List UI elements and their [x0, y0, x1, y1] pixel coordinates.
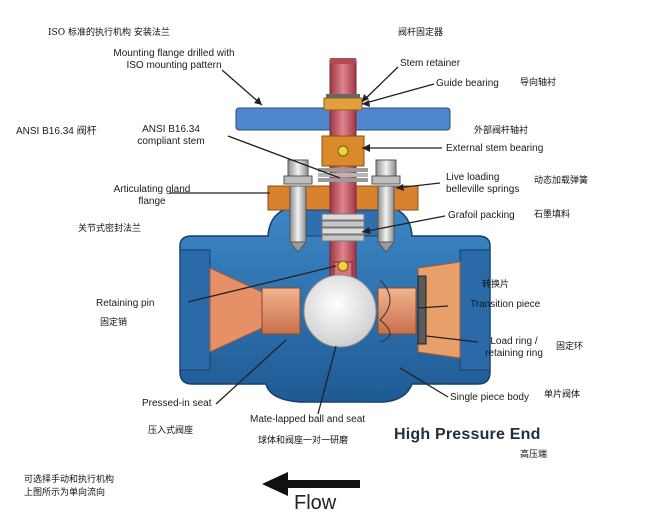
retaining-pin-cn: 固定销 [100, 318, 128, 328]
flow-label: Flow [294, 492, 337, 514]
mate-lapped-ball [303, 274, 377, 348]
guide-bearing [323, 97, 363, 111]
ansi-left-label: ANSI B16.34 阀杆 [16, 126, 97, 137]
retaining-pin [337, 260, 349, 272]
mate-lapped-label: Mate-lapped ball and seat [250, 414, 366, 425]
transition-label: Transition piece [470, 299, 541, 310]
ansi-stem-label: ANSI B16.34 compliant stem [137, 124, 205, 147]
load-ring [417, 275, 427, 345]
load-ring-cn: 固定环 [556, 342, 584, 352]
grafoil-label: Grafoil packing [448, 210, 515, 221]
pressed-seat-label: Pressed-in seat [142, 398, 212, 409]
flow-arrow-left-icon [262, 472, 360, 496]
stem-fixer-cn: 阀杆固定器 [398, 28, 444, 38]
load-ring-label: Load ring / retaining ring [485, 336, 543, 359]
guide-bearing-cn: 导向轴衬 [520, 78, 557, 88]
external-bearing-label: External stem bearing [446, 143, 544, 154]
retaining-pin-label: Retaining pin [96, 298, 155, 309]
mate-lapped-cn: 球体和阀座一对一研磨 [258, 436, 349, 446]
grafoil-packing [321, 213, 365, 242]
transition-cn: 转换片 [482, 280, 510, 290]
gland-flange-label: Articulating gland flange [113, 184, 191, 207]
gland-flange-cn: 关节式密封法兰 [78, 224, 142, 234]
high-pressure-cn: 高压端 [520, 450, 548, 460]
bottom-note-cn: 可选择手动和执行机构 上图所示为单向流向 [24, 475, 115, 498]
mounting-flange-label: Mounting flange drilled with ISO mountin… [113, 48, 235, 71]
pressed-seat-cn: 压入式阀座 [148, 426, 194, 436]
single-body-cn: 单片阀体 [544, 390, 581, 400]
grafoil-cn: 石墨填料 [534, 210, 571, 220]
live-loading-cn: 动态加载弹簧 [534, 176, 589, 186]
stem-retainer [326, 94, 360, 98]
stem-retainer-label: Stem retainer [400, 58, 461, 69]
leader-arrowheads [254, 94, 404, 234]
high-pressure-end-label: High Pressure End [394, 426, 541, 443]
pressed-in-seat [261, 287, 301, 335]
leader-lines [170, 66, 479, 415]
live-loading-label: Live loading belleville springs [446, 172, 520, 195]
guide-bearing-label: Guide bearing [436, 78, 499, 89]
single-body-label: Single piece body [450, 392, 529, 403]
external-bearing-cn: 外部阀杆轴衬 [474, 126, 529, 136]
belleville-springs [318, 168, 368, 182]
iso-note-cn: ISO 标准的执行机构 安装法兰 [48, 28, 170, 38]
